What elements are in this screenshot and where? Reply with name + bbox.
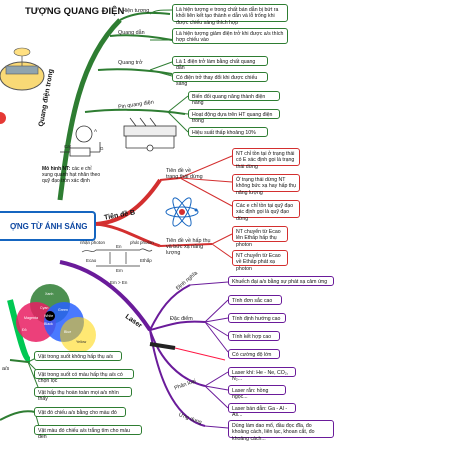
color-wheel-label-7: White — [44, 314, 54, 318]
note-text: các e chỉ xung quanh hạt nhân theo quỹ đ… — [42, 166, 101, 184]
atom-diagram — [165, 197, 199, 227]
box-trang-thai-dung-1: NT chỉ tồn tại ở trạng thái có E xác địn… — [232, 148, 300, 170]
branch-tien-de-bo — [95, 178, 162, 226]
color-wheel-diagram — [16, 284, 96, 353]
color-wheel-label-5: Black — [44, 322, 53, 326]
label-a: A — [94, 128, 98, 133]
color-wheel-label-2: Green — [58, 308, 68, 312]
box-ket-hop: Tính kết hợp cao — [228, 331, 280, 341]
box-quy-dao-dung: Các e chỉ tồn tại quỹ đạo xác định gọi l… — [232, 200, 300, 222]
box-quang-tro-def: Là 1 điện trở làm bằng chất quang dẫn — [172, 56, 268, 71]
label-quang-dan: Quang dẫn — [118, 30, 145, 36]
box-vat-trong-suot: Vật trong suốt không hấp thụ a/s — [34, 351, 122, 361]
color-wheel-label-8: Cyan — [40, 306, 49, 310]
box-ung-dung: Dùng làm dao mổ, đầu đọc đĩa, đo khoảng … — [228, 420, 334, 442]
page-title-mid: ỢNG TỪ ÁNH SÁNG — [0, 211, 96, 241]
page-title-mid-text: ỢNG TỪ ÁNH SÁNG — [10, 221, 88, 231]
box-laser-ran: Laser rắn: hồng ngọc... — [228, 385, 286, 400]
box-pin-hoat-dong: Hoạt động dựa trên HT quang điện trong — [188, 109, 280, 124]
photo-device-diagram — [0, 47, 45, 91]
energy-level-diagram — [81, 248, 153, 267]
box-vat-mau-2: Vật màu đó chiếu a/s trắng tím cho màu đ… — [34, 425, 142, 440]
box-vat-den: Vật hấp thụ hoàn toàn mọi a/s nhìn thấy — [34, 387, 132, 402]
box-dinh-huong: Tính định hướng cao — [228, 313, 286, 323]
color-wheel-label-1: Đỏ — [22, 328, 27, 332]
box-trang-thai-dung-2: Ở trạng thái dừng NT không bức xạ hay hấ… — [232, 174, 300, 196]
box-laser-ban-dan: Laser bán dẫn: Ga - Al - As... — [228, 403, 296, 418]
label-e-cao: Ecao — [86, 258, 97, 263]
note-bold: Mô hình NT: — [42, 166, 71, 172]
color-wheel-label-3: Blue — [64, 330, 72, 334]
label-em-gt-en: Em > En — [110, 280, 128, 285]
label-dac-diem: Đặc điểm — [170, 316, 193, 322]
label-hien-tuong: Hiện tượng — [122, 8, 150, 14]
label-e-n: En — [116, 244, 122, 249]
branch-laser — [59, 260, 152, 332]
box-pin-chuc-nang: Biến đổi quang năng thành điện năng — [188, 91, 280, 106]
color-wheel-label-4: Magenta — [24, 316, 38, 320]
label-phat-xa: phát photon — [130, 240, 154, 245]
box-cuong-do: Có cường độ lớn — [228, 349, 280, 359]
laser-pointer-diagram — [149, 342, 226, 361]
label-e-m: Em — [116, 268, 123, 273]
box-quang-dan-desc: Là hiện tượng giảm điện trở khi được a/s… — [172, 28, 288, 44]
label-tien-de-hap-thu-text: Tiên đề về hấp thụ và bức xạ năng lượng — [166, 238, 211, 256]
label-tien-de-trang-thai-text: Tiên đề về trạng thái dừng — [166, 168, 203, 180]
box-don-sac: Tính đơn sắc cao — [228, 295, 282, 305]
photocell-diagram — [60, 125, 101, 157]
box-hap-thu-photon: NT chuyển từ Ecao lên Ethấp hấp thụ phot… — [232, 226, 288, 248]
red-marker-icon — [0, 112, 6, 124]
branch-quang-dien-trong — [57, 18, 122, 201]
box-hien-tuong-desc: Là hiện tượng e trong chất bán dẫn bị bứ… — [172, 4, 288, 26]
label-cathode: Cat — [64, 144, 72, 149]
label-e-thap: Ethấp — [140, 258, 152, 263]
label-quang-tro: Quang trở — [118, 60, 143, 66]
label-hap-thu: nhận photon — [80, 240, 106, 245]
color-wheel-label-0: Xanh — [45, 292, 54, 296]
label-tien-de-hap-thu: Tiên đề về hấp thụ và bức xạ năng lượng — [166, 238, 212, 256]
solar-cell-diagram — [123, 117, 177, 152]
label-tien-de-trang-thai: Tiên đề về trạng thái dừng — [166, 168, 204, 180]
color-wheel-label-6: Yellow — [76, 340, 87, 344]
note-mo-hinh-nt: Mô hình NT: các e chỉ xung quanh hạt nhâ… — [42, 166, 102, 184]
box-vat-mau-1: Vật đó chiếu a/s bằng cho màu đó — [34, 407, 126, 417]
page-title-top: TƯỢNG QUANG ĐIỆN — [25, 6, 125, 17]
box-pin-hieu-suat: Hiệu suất thấp khoảng 10% — [188, 127, 268, 137]
box-laser-khi: Laser khí: He - Ne, CO₂, N₂... — [228, 367, 296, 382]
box-phat-xa-photon: NT chuyển từ Ecao về Ethấp phát xạ photo… — [232, 250, 288, 272]
box-quang-tro-prop: Có điện trở thay đổi khi được chiếu sáng — [172, 72, 268, 87]
box-laser-dinh-nghia: Khuếch đại a/s bằng sự phát xạ cảm ứng — [228, 276, 334, 286]
box-vat-co-mau: Vật trong suốt có màu hấp thụ a/s có chọ… — [34, 369, 134, 384]
label-g: G — [100, 146, 104, 151]
label-as: a/s — [2, 366, 10, 372]
